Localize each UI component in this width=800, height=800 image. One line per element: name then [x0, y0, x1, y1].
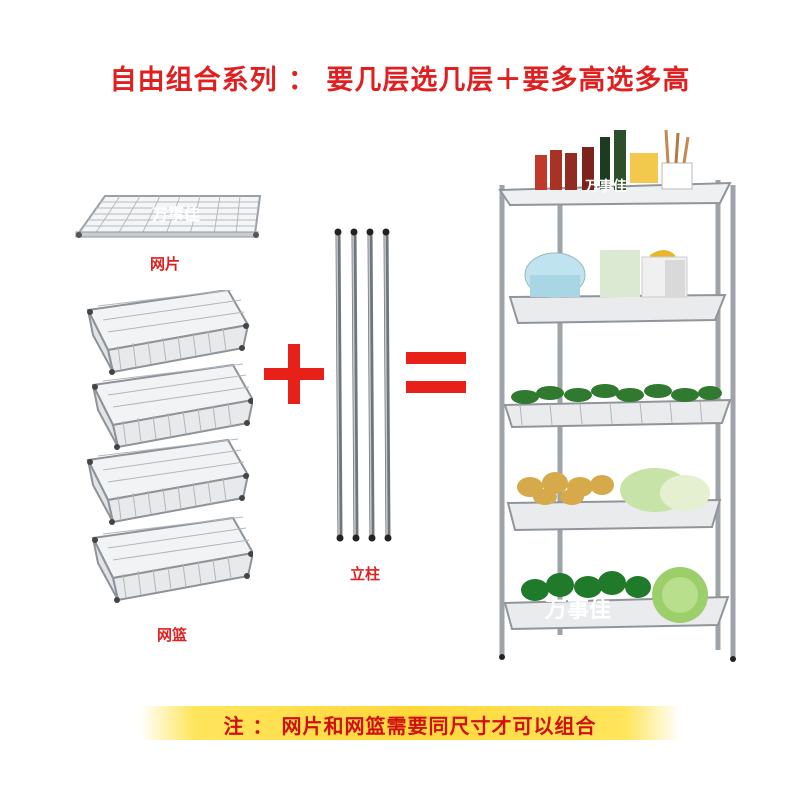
equals-icon	[406, 352, 466, 393]
wire-basket-label: 网篮	[156, 626, 187, 644]
pole-label: 立柱	[349, 565, 380, 583]
wire-baskets-image	[86, 290, 253, 604]
assembled-rack-image: 万事佳 万事佳	[498, 129, 736, 662]
wire-basket-icon	[86, 290, 250, 375]
watermark-text: 万事佳	[151, 205, 200, 224]
poles-image	[334, 228, 392, 542]
page-title: 自由组合系列 ： 要几层选几层＋要多高选多高	[109, 65, 691, 96]
watermark-text: 万事佳	[544, 597, 611, 623]
watermark-text: 万事佳	[584, 178, 627, 195]
note-highlight	[140, 706, 680, 740]
wire-shelf-image: 万事佳	[75, 195, 262, 238]
wire-shelf-label: 网片	[149, 255, 180, 273]
compatibility-note: 注 ： 网片和网篮需要同尺寸才可以组合	[223, 714, 597, 738]
plus-icon	[264, 344, 324, 404]
